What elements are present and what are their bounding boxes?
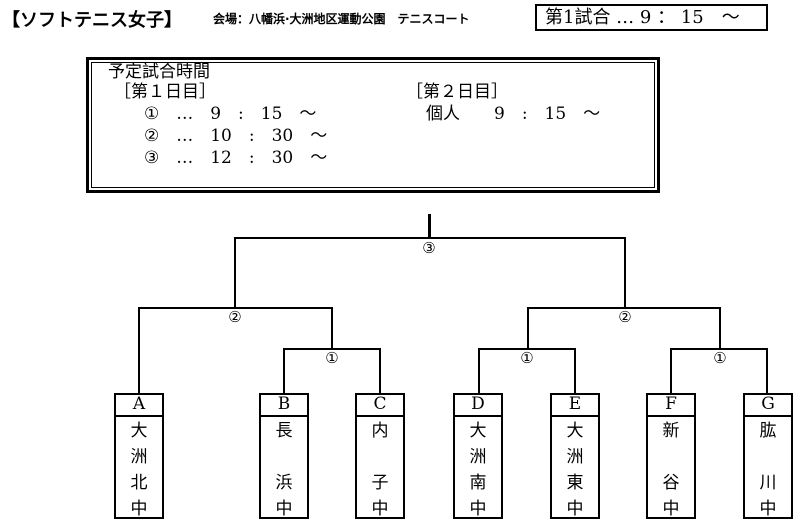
team-box-f: F 新 谷 中	[646, 393, 696, 519]
team-name-char: 中	[371, 499, 389, 519]
first-e-drop	[574, 348, 576, 394]
team-box-e: E 大 洲 東 中	[550, 393, 600, 519]
team-name: 大 洲 北 中	[116, 417, 162, 522]
team-name-char: 浜	[275, 473, 293, 493]
first-c-drop	[379, 348, 381, 394]
team-name-char	[648, 444, 694, 470]
team-letter: G	[745, 395, 791, 417]
schedule-inner-frame: 予定試合時間 ［第１日目］ ① … 9 : 15 ～ ② … 10 : 30 ～…	[91, 62, 655, 188]
final-left-drop	[234, 237, 236, 308]
team-name-char: 洲	[130, 447, 148, 467]
team-name-char: 東	[566, 473, 584, 493]
team-letter: B	[261, 395, 307, 417]
team-name-char: 中	[130, 499, 148, 519]
team-name-char: 中	[469, 499, 487, 519]
day1-label: ［第１日目］	[114, 82, 216, 102]
day1-item-3: ③ … 12 : 30 ～	[144, 148, 328, 168]
team-box-a: A 大 洲 北 中	[114, 393, 164, 519]
day2-label: ［第２日目］	[406, 82, 508, 102]
team-name-char: 肱	[759, 421, 777, 441]
team-name-char: 子	[371, 473, 389, 493]
team-name-char: 北	[130, 473, 148, 493]
day2-item-1: 個人 9 : 15 ～	[426, 104, 601, 124]
team-name-char: 南	[469, 473, 487, 493]
first-de-bar	[478, 348, 576, 350]
team-name: 肱 川 中	[745, 417, 791, 522]
team-name-char: 洲	[469, 447, 487, 467]
round-label-semi-right: ②	[616, 309, 634, 325]
team-name-char: 中	[566, 499, 584, 519]
team-name-char: 中	[275, 499, 293, 519]
team-box-d: D 大 洲 南 中	[453, 393, 503, 519]
team-name: 内 子 中	[357, 417, 403, 522]
semi-left-bc-drop	[331, 307, 333, 349]
team-name-char	[745, 444, 791, 470]
team-letter: A	[116, 395, 162, 417]
team-name-char: 中	[759, 499, 777, 519]
team-box-g: G 肱 川 中	[743, 393, 793, 519]
team-letter: E	[552, 395, 598, 417]
semi-right-de-drop	[527, 307, 529, 349]
first-f-drop	[670, 348, 672, 394]
first-match-time: 第1試合 … 9 ： 15 ～	[535, 4, 768, 31]
team-name-char: 中	[662, 499, 680, 519]
team-name-char	[261, 444, 307, 470]
round-label-first-bc: ①	[323, 350, 341, 366]
team-name-char: 大	[469, 421, 487, 441]
team-letter: C	[357, 395, 403, 417]
team-name: 長 浜 中	[261, 417, 307, 522]
team-name-char: 新	[662, 421, 680, 441]
team-name-char: 大	[130, 421, 148, 441]
team-name-char: 谷	[662, 473, 680, 493]
semi-left-bar	[138, 307, 333, 309]
team-name: 新 谷 中	[648, 417, 694, 522]
round-label-first-de: ①	[518, 350, 536, 366]
team-name: 大 洲 南 中	[455, 417, 501, 522]
final-right-drop	[624, 237, 626, 308]
first-b-drop	[283, 348, 285, 394]
final-stem	[428, 214, 431, 238]
team-name-char: 大	[566, 421, 584, 441]
semi-left-a-drop	[138, 307, 140, 394]
team-name-char: 洲	[566, 447, 584, 467]
team-name-char: 川	[759, 473, 777, 493]
round-label-semi-left: ②	[226, 309, 244, 325]
round-label-first-fg: ①	[711, 350, 729, 366]
first-bc-bar	[283, 348, 381, 350]
team-name-char	[357, 444, 403, 470]
day1-item-1: ① … 9 : 15 ～	[144, 104, 317, 124]
page-title: 【ソフトテニス女子】	[2, 10, 182, 31]
team-name-char: 内	[371, 421, 389, 441]
team-box-b: B 長 浜 中	[259, 393, 309, 519]
schedule-heading: 予定試合時間	[108, 62, 210, 82]
first-g-drop	[766, 348, 768, 394]
schedule-box: 予定試合時間 ［第１日目］ ① … 9 : 15 ～ ② … 10 : 30 ～…	[86, 57, 660, 193]
team-name: 大 洲 東 中	[552, 417, 598, 522]
team-name-char: 長	[275, 421, 293, 441]
semi-right-bar	[527, 307, 721, 309]
final-bar	[234, 237, 626, 239]
team-box-c: C 内 子 中	[355, 393, 405, 519]
team-letter: F	[648, 395, 694, 417]
venue-label: 会場：八幡浜·大洲地区運動公園 テニスコート	[213, 12, 470, 26]
day1-item-2: ② … 10 : 30 ～	[144, 126, 328, 146]
first-d-drop	[478, 348, 480, 394]
first-fg-bar	[670, 348, 768, 350]
round-label-final: ③	[420, 240, 438, 256]
semi-right-fg-drop	[719, 307, 721, 349]
team-letter: D	[455, 395, 501, 417]
